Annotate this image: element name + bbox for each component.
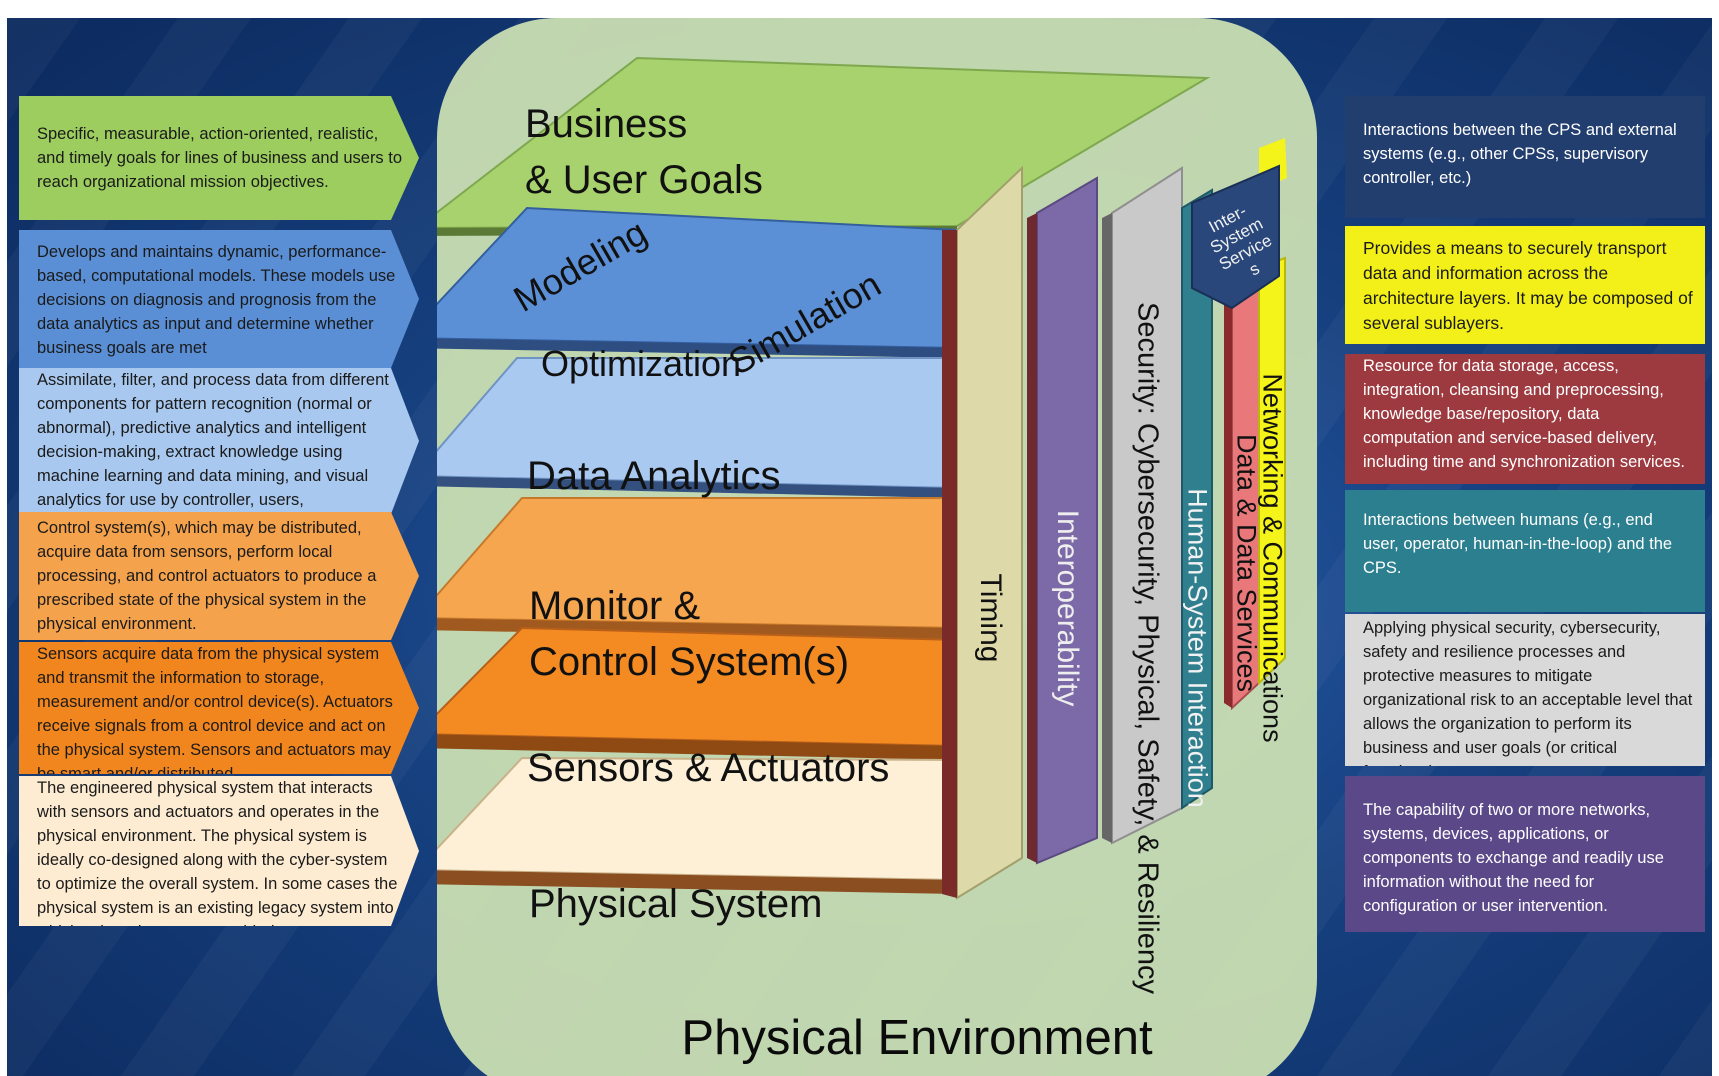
inter-system-block [1191,164,1280,310]
security-pillar-edge [1102,213,1112,843]
physical-system-description: The engineered physical system that inte… [19,776,419,926]
security-label: Security: Cybersecurity, Physical, Safet… [1131,302,1164,994]
human-system-label-wrap: Human-System Interaction [1182,488,1213,808]
timing-pillar-edge [942,230,957,898]
security-description: Applying physical security, cybersecurit… [1345,614,1705,766]
sensors-actuators-description: Sensors acquire data from the physical s… [19,642,419,774]
sensors-actuators-label: Sensors & Actuators [527,746,890,790]
physical-system-label: Physical System [529,882,823,926]
interoperability-label-wrap: Interoperability [1037,498,1097,718]
security-label-wrap: Security: Cybersecurity, Physical, Safet… [1117,302,1177,994]
data-analytics-layer-edge [437,476,957,498]
data-analytics-label: Data Analytics [527,454,781,498]
optimization-label: Optimization [541,343,742,384]
business-goals-description: Specific, measurable, action-oriented, r… [19,96,419,220]
data-services-description: Resource for data storage, access, integ… [1345,354,1705,484]
networking-label: Networking & Communications [1257,373,1288,743]
networking-description: Provides a means to securely transport d… [1345,226,1705,344]
interoperability-pillar-edge [1027,213,1037,863]
inter-system-label-wrap: Inter- System Service s [1205,196,1277,291]
physical-environment-label: Physical Environment [681,1011,1153,1065]
networking-label-wrap: Networking & Communications [1258,373,1288,742]
cube-layer-shapes [437,56,1287,900]
sensors-layer-edge [437,734,957,760]
data-services-label-wrap: Data & Data Services [1231,434,1261,692]
physical-system-layer-edge [437,870,957,894]
timing-label: Timing [973,573,1007,663]
monitor-control-label: Monitor & Control System(s) [529,584,850,684]
data-services-pillar-edge [1224,283,1232,708]
human-system-label: Human-System Interaction [1182,488,1213,808]
interoperability-label: Interoperability [1051,509,1084,707]
modeling-description: Develops and maintains dynamic, performa… [19,230,419,368]
interoperability-description: The capability of two or more networks, … [1345,776,1705,932]
data-analytics-description: Assimilate, filter, and process data fro… [19,368,419,514]
timing-label-wrap: Timing [957,518,1022,718]
monitor-layer-edge [437,618,957,640]
architecture-cube: Business & User Goals Modeling Optimizat… [437,18,1317,1076]
modeling-layer-edge [437,338,957,358]
monitor-control-description: Control system(s), which may be distribu… [19,512,419,640]
inter-system-label: Inter- System Service s [1205,200,1275,280]
human-system-description: Interactions between humans (e.g., end u… [1345,490,1705,612]
inter-system-description: Interactions between the CPS and externa… [1345,96,1705,218]
business-layer-label: Business & User Goals [525,102,763,202]
diagram-background: Specific, measurable, action-oriented, r… [7,18,1712,1076]
human-system-pillar [1181,188,1213,810]
